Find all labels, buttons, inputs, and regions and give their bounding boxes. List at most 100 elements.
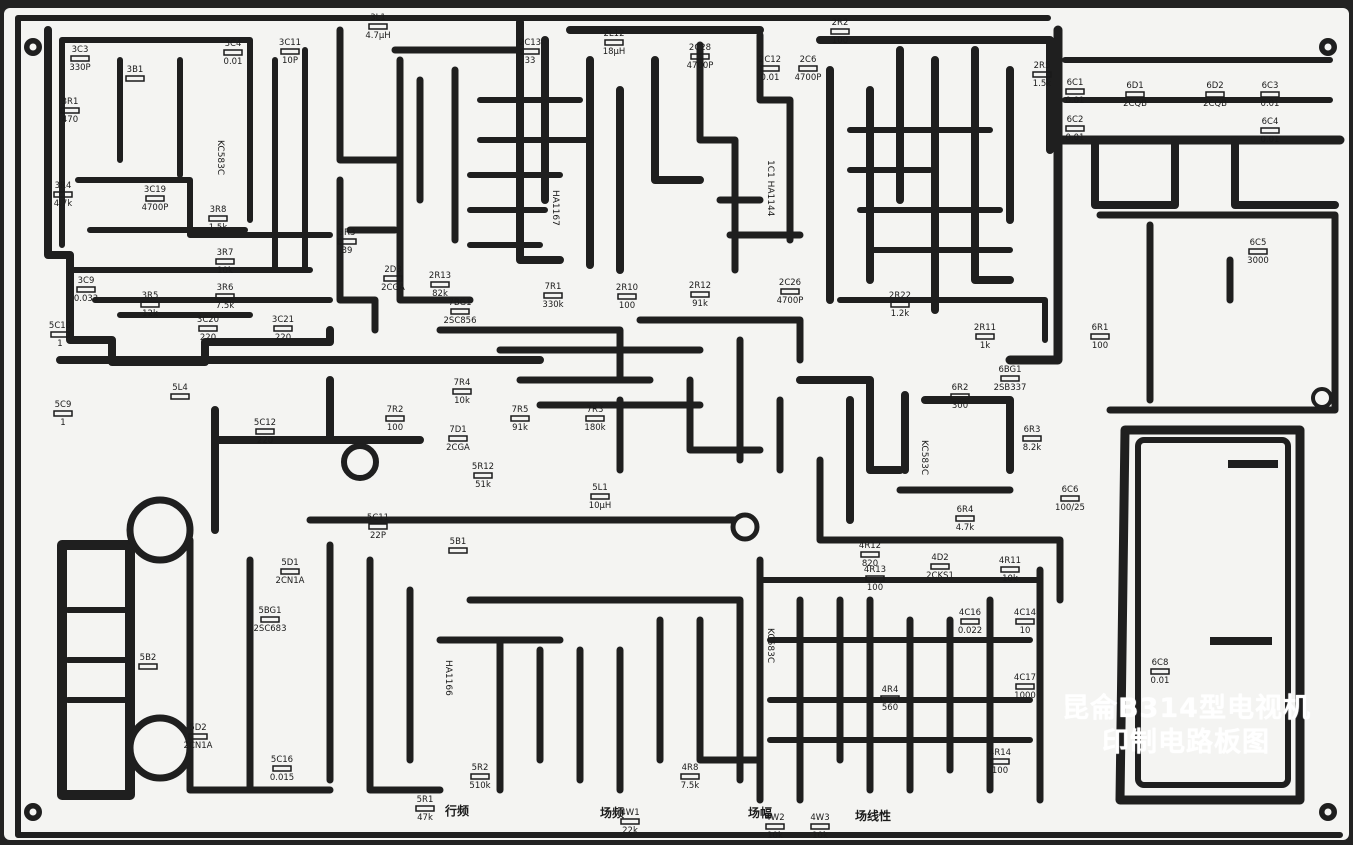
component-body — [1260, 127, 1280, 134]
component-value: 1 — [60, 418, 65, 428]
component-ref: 4W1 — [620, 808, 639, 818]
component-body — [860, 551, 880, 558]
component-body — [76, 286, 96, 293]
component-value: 4.7k — [956, 523, 975, 533]
component-ref: 7R1 — [545, 282, 562, 292]
component-ref: 5B2 — [140, 653, 157, 663]
component-ref: 5C12 — [254, 418, 276, 428]
component-body — [53, 191, 73, 198]
component-5b2: 5B2 — [138, 653, 158, 670]
component-value: 39 — [342, 246, 353, 256]
component-body — [680, 773, 700, 780]
component-value: 220 — [275, 333, 291, 343]
ic-label: HA1166 — [443, 660, 453, 696]
component-value: 0.01 — [1066, 96, 1085, 106]
component-body — [260, 616, 280, 623]
component-value: 10k — [767, 831, 783, 841]
component-value: 0.015 — [270, 773, 294, 783]
ic-label: KC583C — [215, 140, 225, 175]
component-value: 3000 — [1247, 256, 1269, 266]
component-body — [188, 733, 208, 740]
component-5c9: 5C9 1 — [53, 400, 73, 428]
component-value: 300 — [952, 401, 968, 411]
component-value: 1.5k — [209, 223, 228, 233]
component-body — [1065, 88, 1085, 95]
component-value: 330k — [542, 300, 563, 310]
component-value: 0.01 — [761, 73, 780, 83]
component-ref: 6C1 — [1067, 78, 1084, 88]
adjustment-label: 场幅 — [748, 805, 772, 820]
component-body — [280, 568, 300, 575]
ic-label: 1C1 HA1144 — [765, 160, 775, 217]
component-6c1: 6C1 0.01 — [1065, 78, 1085, 106]
component-value: 100 — [992, 766, 1008, 776]
component-body — [1090, 333, 1110, 340]
component-ref: 4C14 — [1014, 608, 1036, 618]
component-value: 10 — [1020, 626, 1031, 636]
component-ref: 5D2 — [189, 723, 206, 733]
component-body — [990, 758, 1010, 765]
component-body — [273, 325, 293, 332]
component-value: 100/25 — [1055, 503, 1085, 513]
component-body — [1260, 91, 1280, 98]
component-body — [1065, 125, 1085, 132]
component-3b1: 3B1 — [125, 65, 145, 82]
component-ref: 2C6 — [800, 55, 817, 65]
component-value: 220 — [257, 436, 273, 446]
component-ref: 3R7 — [217, 248, 234, 258]
component-value: 2SB337 — [994, 383, 1027, 393]
component-body — [960, 618, 980, 625]
component-value: 4.7μH — [365, 31, 390, 41]
component-ref: 5C9 — [55, 400, 72, 410]
component-ref: 7R5 — [512, 405, 529, 415]
component-ref: 2C26 — [779, 278, 801, 288]
component-body — [450, 308, 470, 315]
adjustment-label: 场频 — [600, 805, 624, 820]
component-body — [1125, 91, 1145, 98]
component-ref: 5D1 — [281, 558, 298, 568]
component-body — [510, 415, 530, 422]
component-body — [620, 818, 640, 825]
component-value: 2CN1A — [184, 741, 213, 751]
component-ref: 7R3 — [587, 405, 604, 415]
component-ref: 4D2 — [931, 553, 948, 563]
component-value: 0.01 — [224, 57, 243, 67]
component-body — [70, 55, 90, 62]
component-body — [368, 523, 388, 530]
component-value: 100 — [619, 301, 635, 311]
component-body — [1032, 71, 1052, 78]
component-ref: 4C16 — [959, 608, 981, 618]
component-ref: 4R11 — [999, 556, 1021, 566]
component-body — [1000, 566, 1020, 573]
component-7r1: 7R1 330k — [542, 282, 563, 310]
component-value: 470 — [62, 115, 78, 125]
component-body — [272, 765, 292, 772]
title-line-2: 印制电路板图 — [1102, 727, 1270, 758]
component-ref: 6C3 — [1262, 81, 1279, 91]
component-body — [780, 288, 800, 295]
component-ref: 3C11 — [279, 38, 301, 48]
component-value: 22P — [370, 531, 386, 541]
component-body — [385, 415, 405, 422]
